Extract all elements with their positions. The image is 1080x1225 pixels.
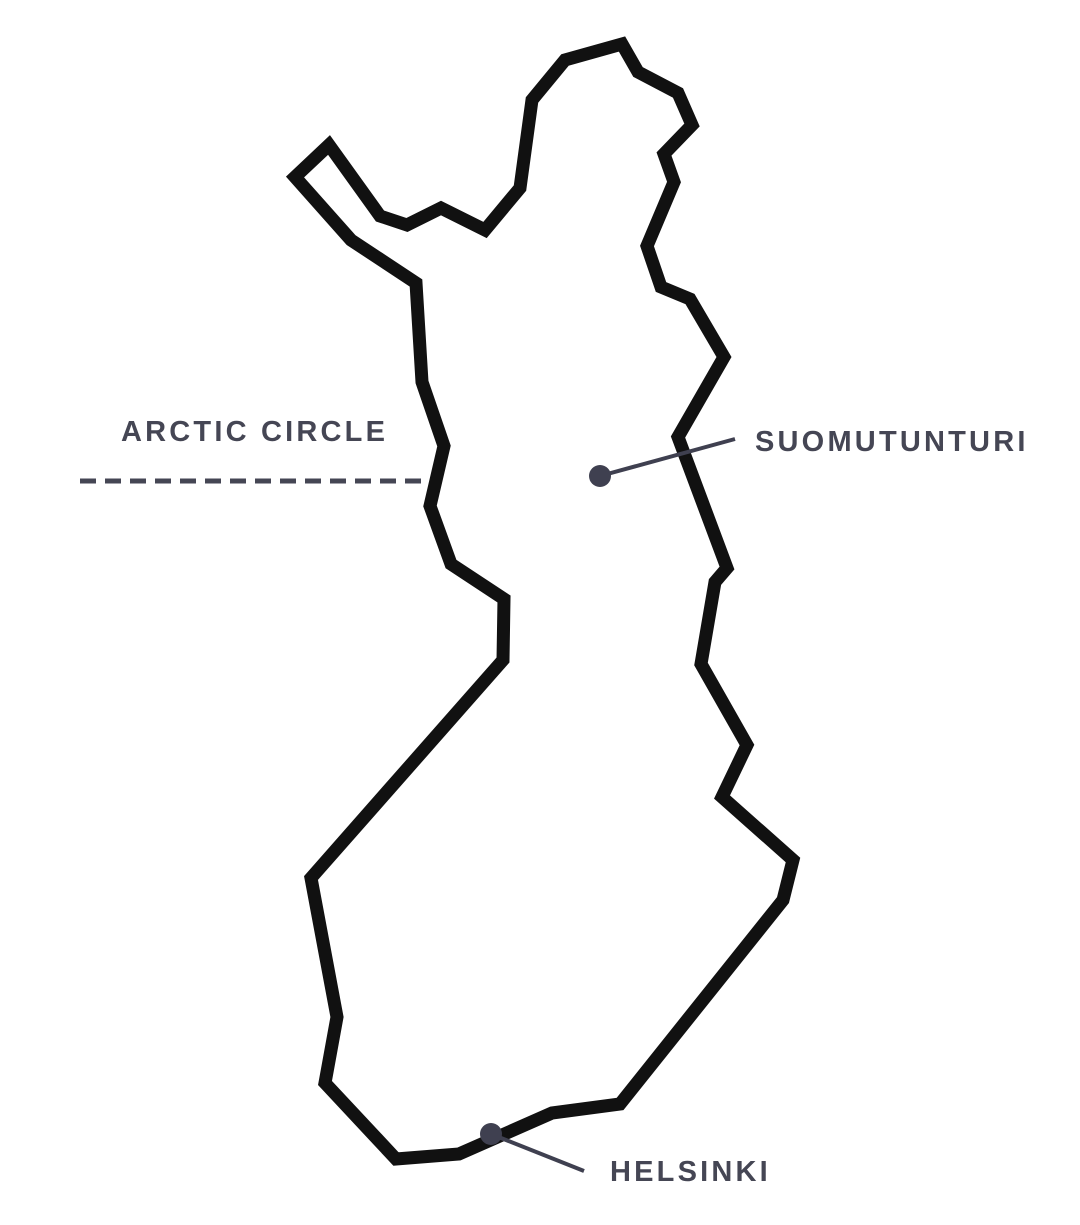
helsinki-label: HELSINKI	[610, 1156, 771, 1188]
helsinki-leader-line	[490, 1132, 585, 1173]
finland-outline	[285, 36, 801, 1166]
helsinki-marker	[480, 1123, 502, 1145]
suomutunturi-marker	[589, 465, 611, 487]
arctic-circle-label: ARCTIC CIRCLE	[121, 416, 388, 448]
suomutunturi-leader-line	[599, 437, 736, 478]
suomutunturi-label: SUOMUTUNTURI	[755, 426, 1029, 458]
